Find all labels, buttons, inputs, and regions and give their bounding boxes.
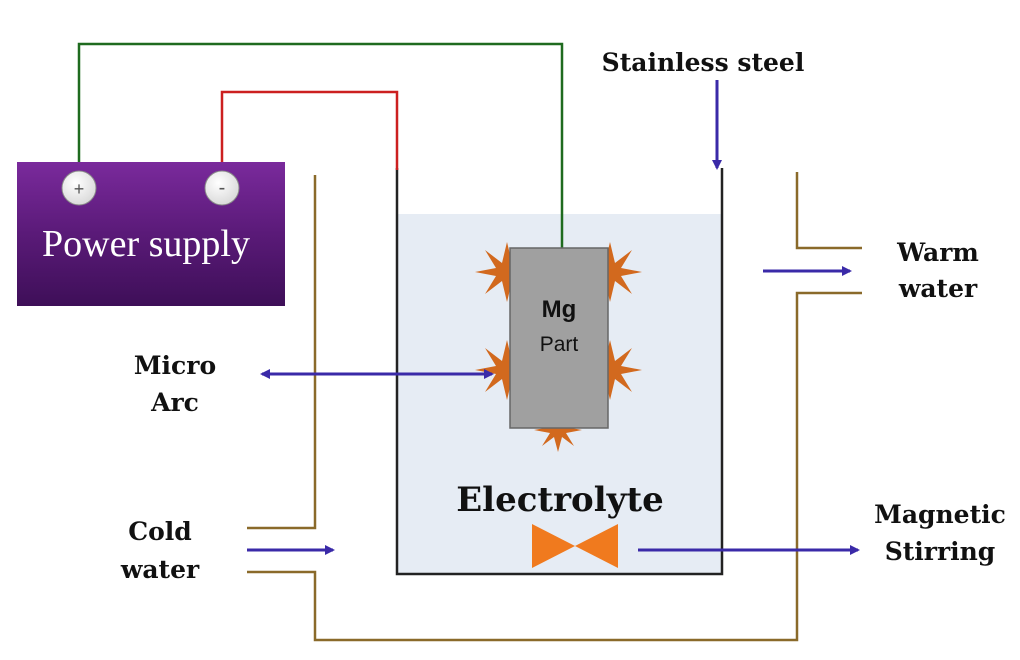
stainless-steel-label: Stainless steel bbox=[602, 48, 805, 77]
positive-wire bbox=[77, 42, 564, 248]
negative-terminal bbox=[204, 170, 240, 206]
negative-wire bbox=[220, 90, 399, 178]
cold-water-label-line1: Cold bbox=[128, 517, 192, 546]
jacket-left-upper-wall bbox=[247, 175, 317, 530]
electrolyte-label: Electrolyte bbox=[456, 480, 663, 520]
warm-water-label-line1: Warm bbox=[896, 238, 979, 267]
power-supply-label: Power supply bbox=[42, 223, 250, 265]
mg-part-subtitle: Part bbox=[540, 333, 579, 356]
positive-terminal bbox=[61, 170, 97, 206]
warm-water-label-line2: water bbox=[898, 274, 978, 303]
stir-bar-icon bbox=[532, 524, 618, 568]
micro-arc-label-line1: Micro bbox=[134, 351, 216, 380]
jacket-left-lower-wall bbox=[247, 291, 862, 642]
negative-terminal-label: - bbox=[219, 177, 226, 199]
positive-terminal-label: + bbox=[74, 179, 85, 199]
micro-arc-label-line2: Arc bbox=[150, 388, 199, 417]
mg-part-title: Mg bbox=[542, 296, 577, 323]
magnetic-stirring-label-line2: Stirring bbox=[885, 537, 996, 566]
mg-part bbox=[509, 247, 609, 429]
jacket-right-upper-wall bbox=[795, 172, 862, 250]
power-supply: + - Power supply bbox=[17, 162, 285, 306]
magnetic-stirring-label-line1: Magnetic bbox=[874, 500, 1006, 529]
cooling-jacket bbox=[247, 172, 862, 642]
cold-water-label-line2: water bbox=[120, 555, 200, 584]
